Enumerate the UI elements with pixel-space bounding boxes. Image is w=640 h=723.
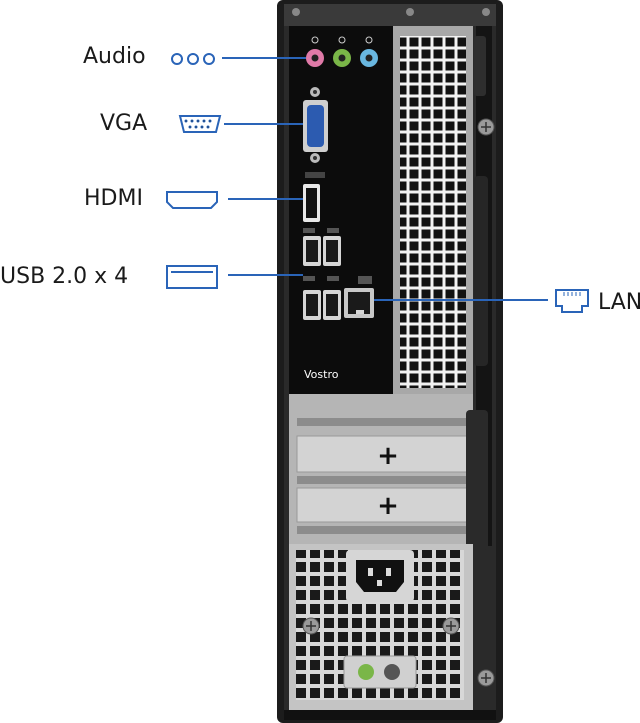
- audio-jack-icon: [203, 53, 215, 65]
- expansion-cover-1: [296, 435, 468, 473]
- ethernet-port-icon: [555, 289, 589, 313]
- lan-port: [344, 276, 374, 318]
- expansion-cover-2: [296, 487, 468, 523]
- top-screw-right: [482, 8, 490, 16]
- side-bracket: [466, 410, 488, 550]
- expansion-slot-1: [297, 418, 467, 426]
- audio-jack-icon: [171, 53, 183, 65]
- plus-icon: +: [377, 491, 399, 521]
- hdmi-connector-icon: [166, 191, 218, 209]
- audio-jack-icon: [187, 53, 199, 65]
- vent-grill: [400, 36, 466, 388]
- psu-test-button-icon: [384, 664, 400, 680]
- plus-icon: +: [377, 441, 399, 471]
- vga-label: VGA: [100, 111, 148, 136]
- vga-port: [303, 87, 328, 163]
- audio-jacks: [306, 36, 378, 67]
- side-tab-top: [474, 36, 486, 96]
- psu-led-icon: [358, 664, 374, 680]
- usb-ports: [303, 228, 341, 320]
- psu-indicator-panel: [343, 655, 417, 689]
- usb-connector-icon: [166, 265, 218, 289]
- usb-label: USB 2.0 x 4: [0, 264, 129, 289]
- side-tab-mid: [474, 176, 488, 366]
- hdmi-port: [303, 172, 325, 222]
- lan-label: LAN: [598, 290, 640, 315]
- expansion-slot-2: [297, 476, 467, 484]
- brand-label: Vostro: [304, 368, 339, 381]
- top-screw-left: [292, 8, 300, 16]
- audio-label: Audio: [83, 44, 146, 69]
- hdmi-label: HDMI: [84, 186, 143, 211]
- power-socket-icon: [356, 560, 404, 592]
- top-bar: [284, 4, 496, 26]
- expansion-slot-3: [297, 526, 467, 534]
- vga-connector-icon: [178, 115, 222, 133]
- top-screw-mid: [406, 8, 414, 16]
- chassis-foot: [284, 710, 496, 720]
